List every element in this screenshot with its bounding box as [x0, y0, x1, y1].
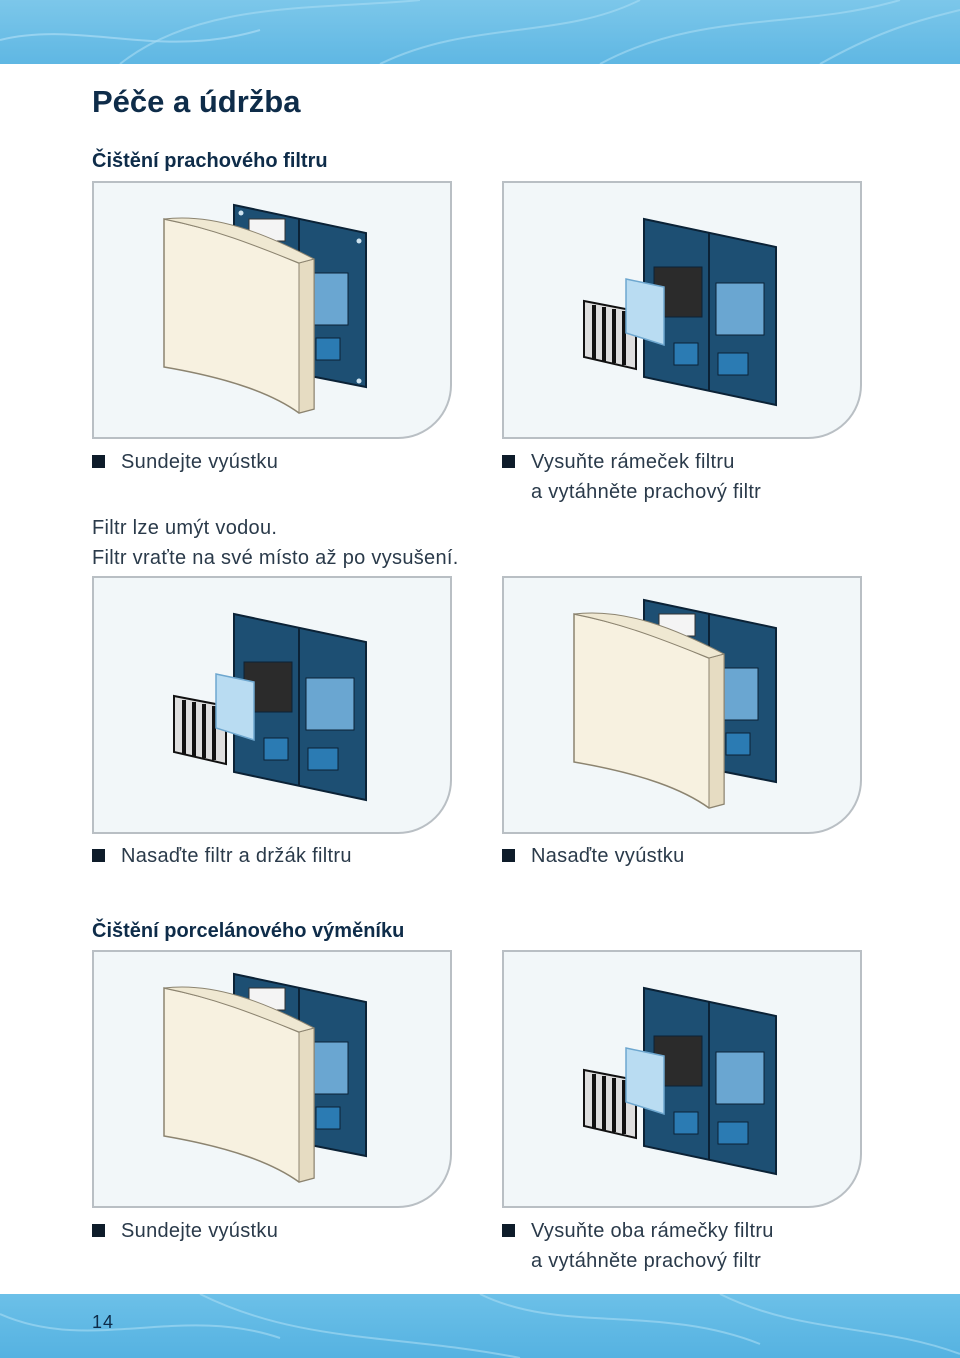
section-heading-dust-filter: Čištění prachového filtru	[92, 150, 328, 172]
illustration-panel	[502, 950, 862, 1208]
filter-frame-out-illustration	[583, 986, 777, 1176]
dust-filter	[625, 1047, 665, 1116]
square-bullet-icon	[92, 455, 105, 468]
cover-on-unit-illustration	[573, 598, 777, 809]
cover-on-unit-illustration	[163, 972, 367, 1183]
filter-frame	[583, 299, 637, 371]
band-wave-lines	[0, 0, 960, 64]
ventilation-unit	[643, 986, 777, 1176]
filter-frame-out-illustration	[583, 217, 777, 407]
dust-filter	[215, 673, 255, 742]
note-line: Filtr lze umýt vodou.	[92, 517, 278, 539]
square-bullet-icon	[502, 849, 515, 862]
cover-on-unit-illustration	[163, 203, 367, 414]
illustration-panel	[92, 576, 452, 834]
illustration-panel	[92, 181, 452, 439]
top-decorative-band	[0, 0, 960, 64]
bottom-decorative-band	[0, 1294, 960, 1358]
page-number: 14	[92, 1312, 115, 1332]
square-bullet-icon	[502, 1224, 515, 1237]
filter-frame-out-illustration	[173, 612, 367, 802]
cover-panel	[163, 217, 316, 414]
page-title: Péče a údržba	[92, 84, 301, 119]
cover-panel	[573, 612, 726, 809]
square-bullet-icon	[92, 849, 105, 862]
illustration-panel	[502, 576, 862, 834]
section-heading-porcelain-exchanger: Čištění porcelánového výměníku	[92, 920, 405, 942]
square-bullet-icon	[502, 455, 515, 468]
illustration-panel	[502, 181, 862, 439]
washing-note: Filtr lze umýt vodou. Filtr vraťte na sv…	[92, 513, 459, 573]
illustration-panel	[92, 950, 452, 1208]
ventilation-unit	[233, 612, 367, 802]
filter-frame	[173, 694, 227, 766]
note-line: Filtr vraťte na své místo až po vysušení…	[92, 547, 459, 569]
filter-frame	[583, 1068, 637, 1140]
dust-filter	[625, 278, 665, 347]
square-bullet-icon	[92, 1224, 105, 1237]
band-wave-lines	[0, 1294, 960, 1358]
cover-panel	[163, 986, 316, 1183]
